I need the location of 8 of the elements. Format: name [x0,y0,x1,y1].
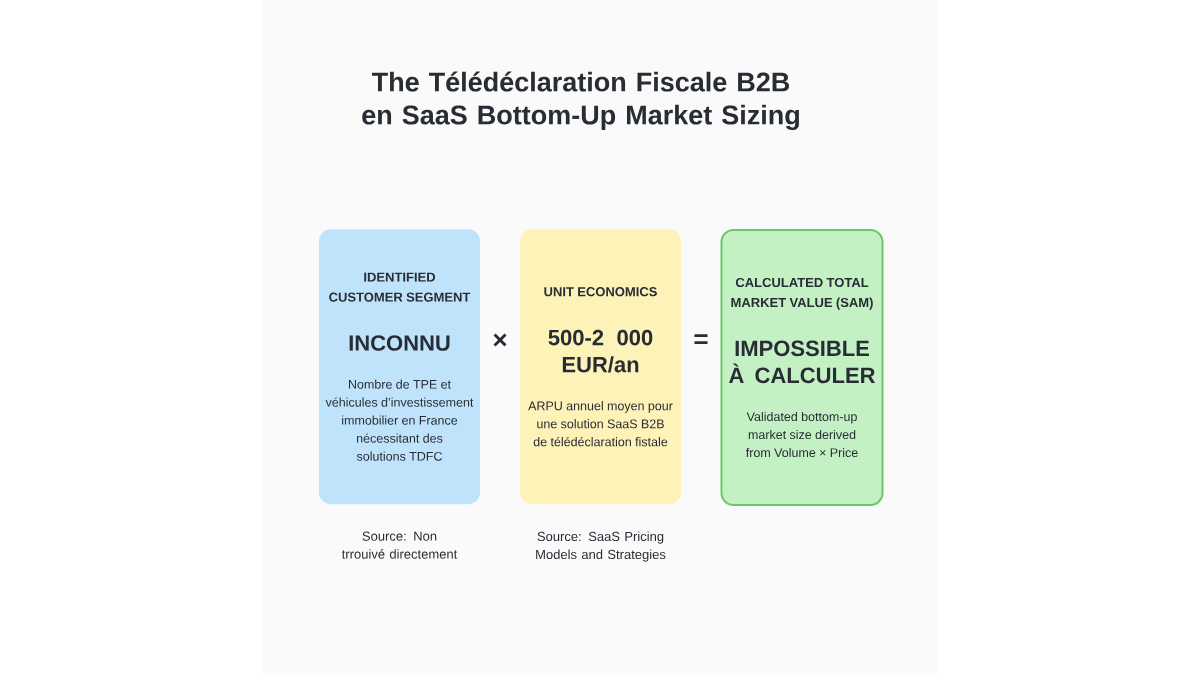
operator-sign: × [493,333,507,347]
title: The Télédéclaration Fiscale B2B en SaaS Bottom-Up Market Sizing [362,71,799,131]
value-card: CALCULATED TOTAL MARKET VALUE (SAM) IMPOSSIBLE À CALCULER Validated bottom-up market size derived from Volume × Price [720,229,884,506]
value-card: IDENTIFIED CUSTOMER SEGMENT INCONNU Nombre de TPE et véhicules d’investissement immobilier en France nécessitant des solutions TDFC [319,229,480,505]
source-note: Source: SaaS Pricing Models and Strategies [536,531,666,562]
source-note: Source: Non trrouivé directement [341,531,458,559]
value-card: UNIT ECONOMICS 500-2 000 EUR/an ARPU annuel moyen pour une solution SaaS B2B de télédéclaration fistale [520,229,681,505]
operator-sign: = [694,334,708,345]
